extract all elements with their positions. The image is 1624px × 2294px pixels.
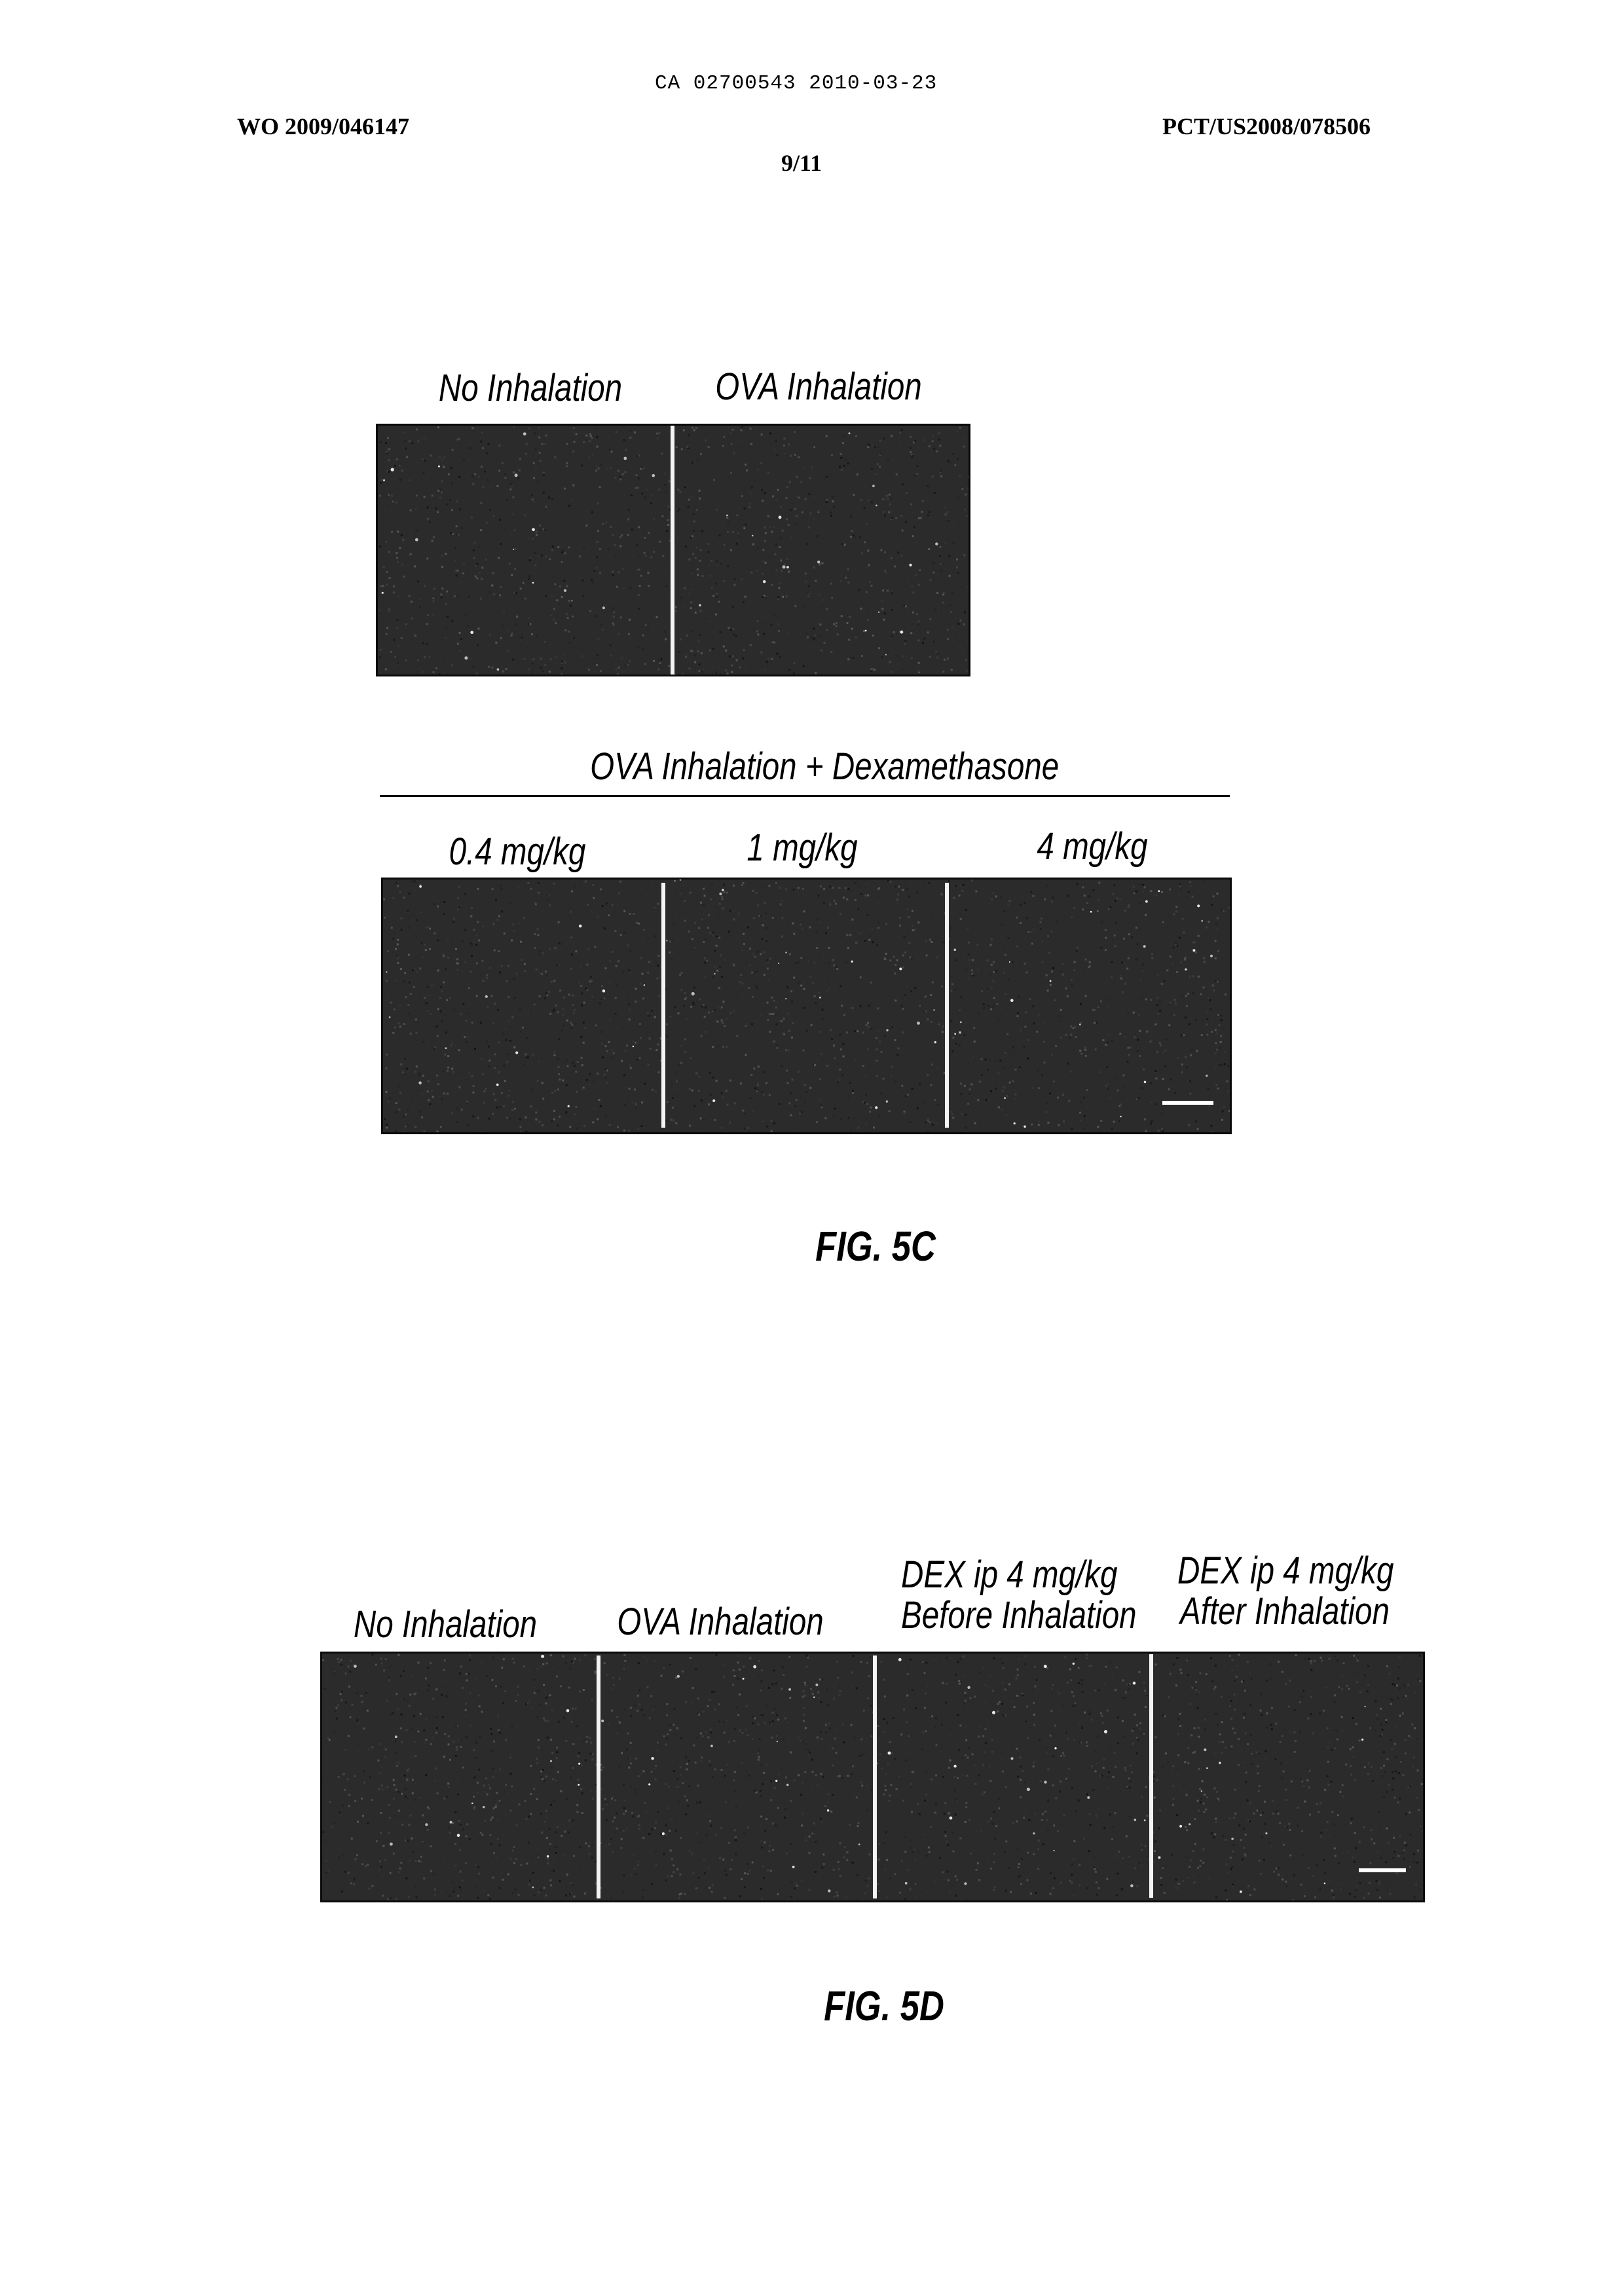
panel-divider bbox=[597, 1656, 600, 1898]
fig5c-group-title: OVA Inhalation + Dexamethasone bbox=[590, 747, 1014, 787]
panel-divider bbox=[873, 1656, 877, 1898]
pct-application-number: PCT/US2008/078506 bbox=[1162, 113, 1371, 140]
fig5d-label-no-inhalation: No Inhalation bbox=[338, 1604, 553, 1645]
fig5d-label-dex-after-line2: After Inhalation bbox=[1177, 1591, 1392, 1632]
scale-bar bbox=[1359, 1868, 1406, 1872]
fig5c-dose-label-0-4: 0.4 mg/kg bbox=[420, 832, 614, 872]
fig5d-label-dex-before-line1: DEX ip 4 mg/kg bbox=[901, 1555, 1116, 1595]
panel-divider bbox=[661, 883, 665, 1128]
fig5c-label-no-inhalation: No Inhalation bbox=[423, 368, 638, 409]
fig5d-label-ova-inhalation: OVA Inhalation bbox=[613, 1602, 828, 1642]
group-title-rule bbox=[380, 795, 1230, 797]
fluorescence-micrograph-image bbox=[383, 879, 1232, 1134]
panel-divider bbox=[945, 883, 949, 1128]
fig5d-label-dex-before-line2: Before Inhalation bbox=[901, 1595, 1116, 1636]
scale-bar bbox=[1162, 1101, 1213, 1105]
fig5c-label-ova-inhalation: OVA Inhalation bbox=[711, 367, 926, 407]
sheet-number: 9/11 bbox=[781, 149, 822, 177]
fig5c-dose-micrograph-panel bbox=[381, 878, 1232, 1134]
ca-document-number: CA 02700543 2010-03-23 bbox=[655, 72, 937, 95]
panel-divider bbox=[671, 426, 674, 675]
panel-divider bbox=[1149, 1654, 1153, 1898]
fig5d-caption: FIG. 5D bbox=[824, 1982, 944, 2030]
fig5c-dose-label-4: 4 mg/kg bbox=[995, 826, 1189, 867]
wo-publication-number: WO 2009/046147 bbox=[237, 113, 409, 140]
fig5c-dose-label-1: 1 mg/kg bbox=[705, 828, 898, 868]
fig5c-caption: FIG. 5C bbox=[815, 1222, 936, 1270]
fig5d-label-dex-after-line1: DEX ip 4 mg/kg bbox=[1177, 1551, 1392, 1591]
